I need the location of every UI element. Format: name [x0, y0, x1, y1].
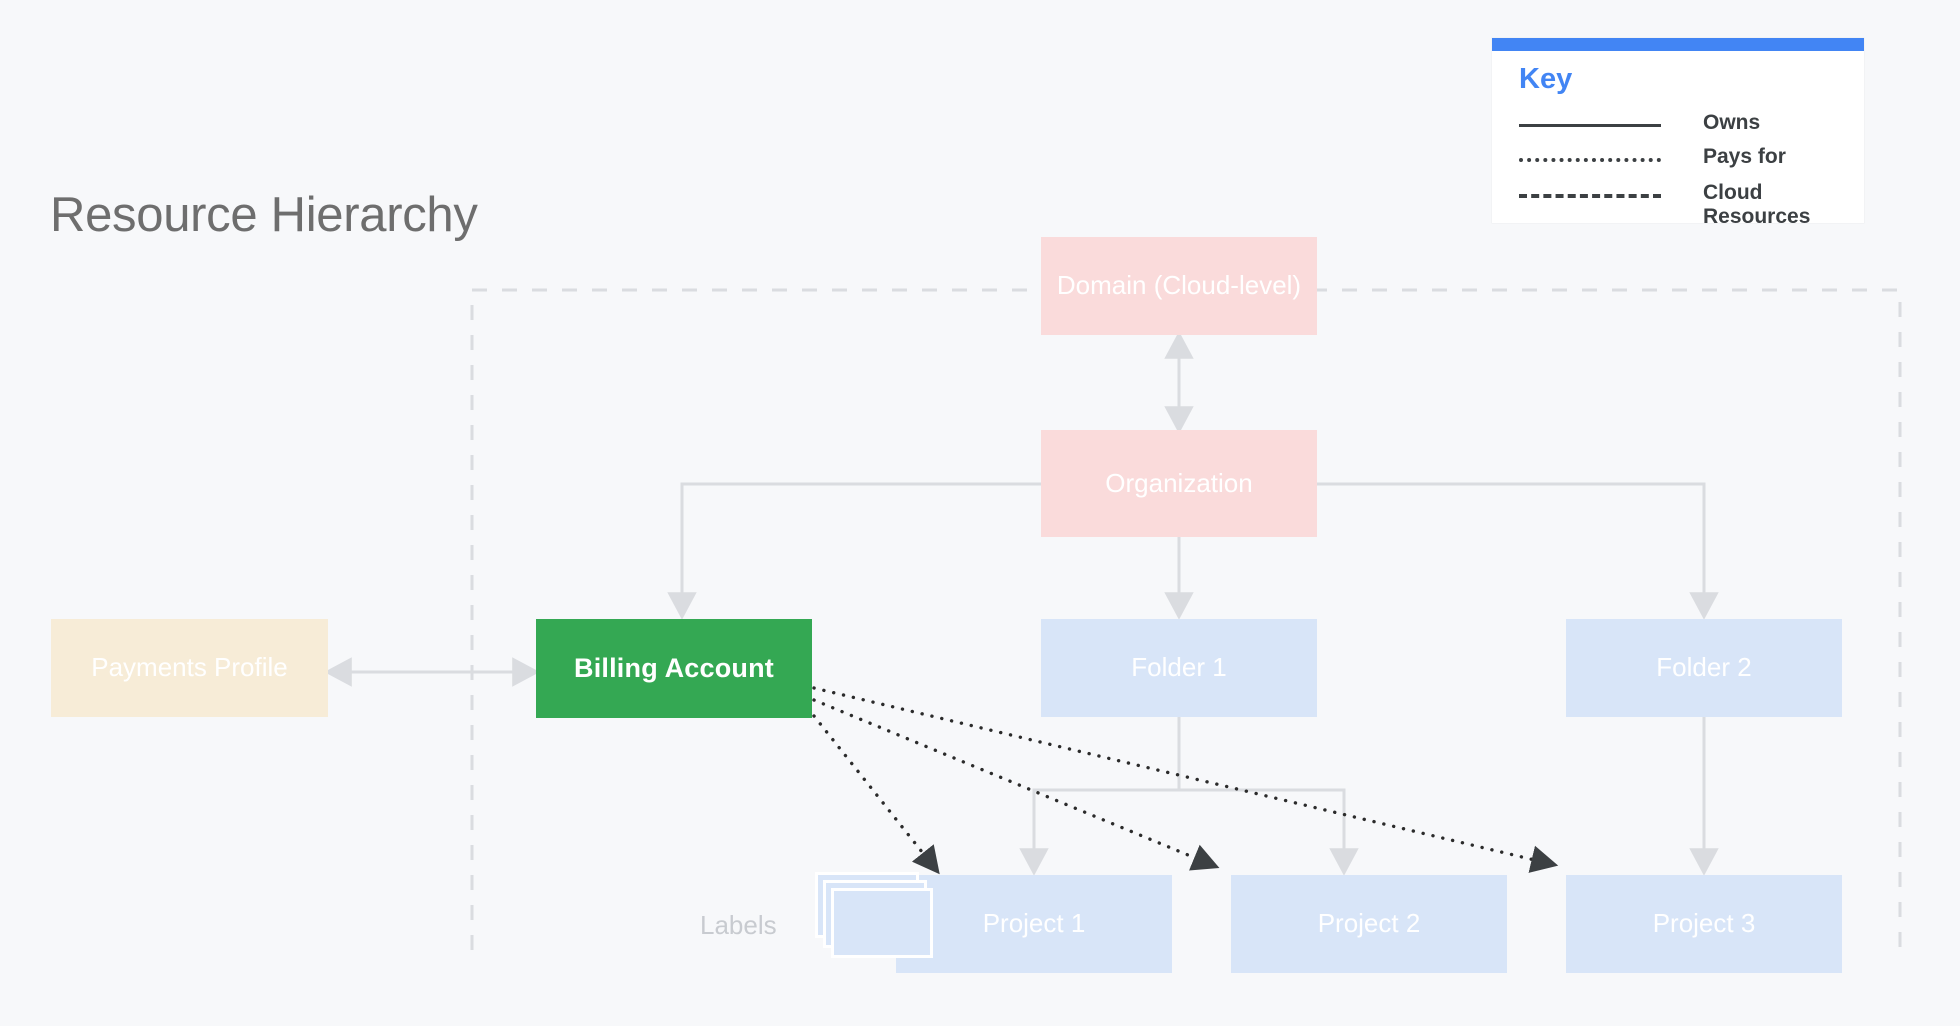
page-title: Resource Hierarchy — [50, 188, 478, 242]
edge-organization-billing — [667, 482, 1041, 620]
key-label-owns: Owns — [1703, 111, 1761, 134]
key-row-pays-for: Pays for — [1519, 145, 1849, 185]
key-accent-bar — [1492, 38, 1864, 51]
node-domain[interactable]: Domain (Cloud-level) — [1041, 237, 1317, 335]
node-organization-label: Organization — [1105, 467, 1253, 498]
edge-folder1-project1 — [1019, 788, 1179, 876]
node-project-1[interactable]: Project 1 — [896, 875, 1172, 973]
key-title: Key — [1519, 63, 1573, 95]
node-project-3[interactable]: Project 3 — [1566, 875, 1842, 973]
key-row-cloud-resources: Cloud Resources — [1519, 181, 1849, 228]
key-label-cloud-resources: Cloud Resources — [1703, 181, 1811, 228]
node-organization[interactable]: Organization — [1041, 430, 1317, 537]
node-domain-label: Domain (Cloud-level) — [1056, 270, 1302, 301]
node-project-3-label: Project 3 — [1652, 908, 1756, 939]
edge-folder1-project2 — [1179, 788, 1359, 876]
label-card-front — [831, 888, 933, 958]
key-legend: Key Owns Pays for Cloud Resources — [1492, 38, 1864, 228]
labels-stack-icon[interactable] — [815, 872, 933, 958]
edge-billing-pays-project1 — [812, 714, 940, 875]
node-project-2-label: Project 2 — [1317, 908, 1421, 939]
key-label-pays-for: Pays for — [1703, 145, 1786, 168]
key-row-owns: Owns — [1519, 111, 1849, 151]
key-sample-solid-line — [1519, 124, 1661, 127]
node-folder-1-label: Folder 1 — [1131, 652, 1227, 683]
node-folder-2-label: Folder 2 — [1656, 652, 1752, 683]
edge-organization-folder2 — [1317, 482, 1719, 620]
node-folder-1[interactable]: Folder 1 — [1041, 619, 1317, 717]
node-billing-account[interactable]: Billing Account — [536, 619, 812, 718]
node-project-1-label: Project 1 — [982, 908, 1086, 939]
node-billing-account-label: Billing Account — [574, 653, 774, 684]
key-body: Key Owns Pays for Cloud Resources — [1492, 51, 1864, 228]
node-payments-profile[interactable]: Payments Profile — [51, 619, 328, 717]
edge-billing-pays-project2 — [812, 698, 1220, 871]
node-project-2[interactable]: Project 2 — [1231, 875, 1507, 973]
node-folder-2[interactable]: Folder 2 — [1566, 619, 1842, 717]
key-sample-dotted-line — [1519, 158, 1661, 162]
key-sample-dashed-line — [1519, 194, 1661, 198]
node-payments-profile-label: Payments Profile — [91, 652, 288, 683]
labels-caption: Labels — [700, 910, 777, 940]
